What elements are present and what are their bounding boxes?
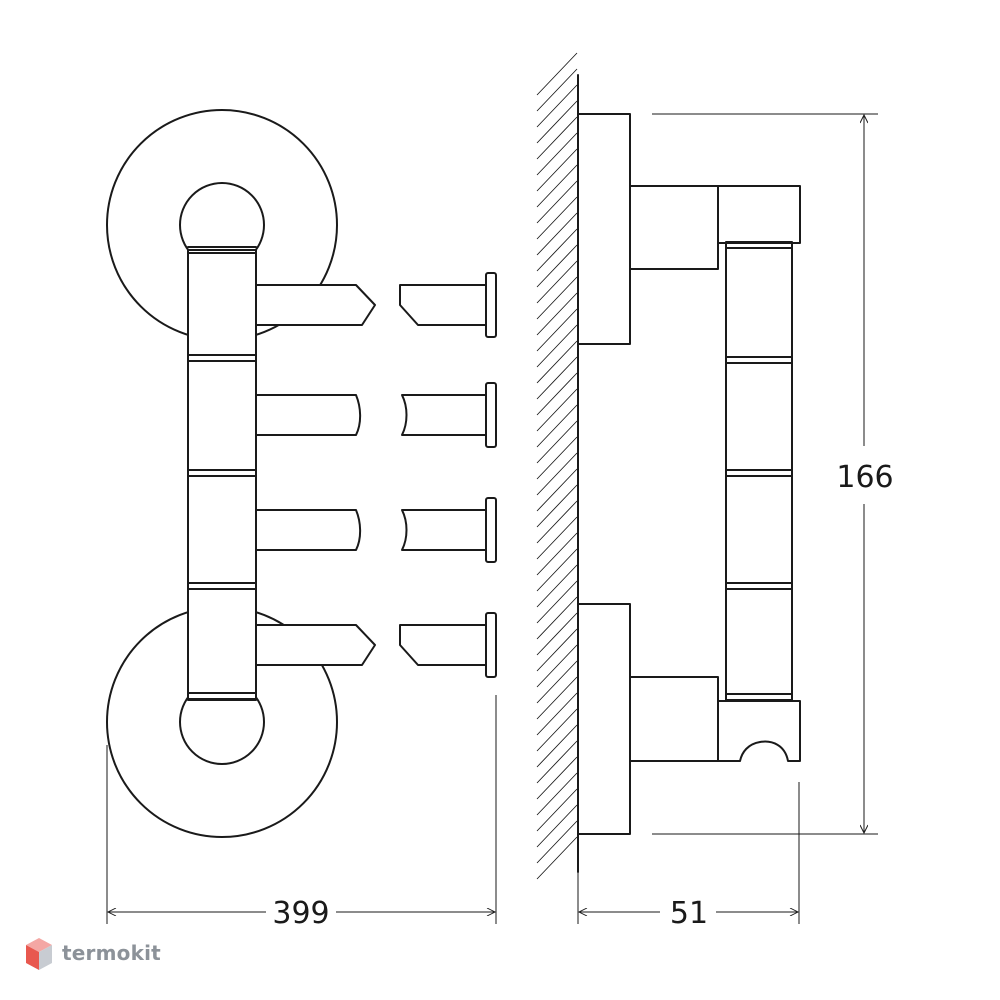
hatch-line [536,404,578,448]
hatch-line [536,484,578,528]
hatch-line [536,388,578,432]
hatch-line [536,612,578,656]
arm-far-section [401,394,487,436]
hatch-line [536,52,578,96]
side-view: 166 51 [535,52,894,931]
hatch-line [536,196,578,240]
hatch-line [536,228,578,272]
hatch-line [536,548,578,592]
hatch-line [536,84,578,128]
hatch-line [536,644,578,688]
arm-end-cap [485,612,497,678]
hatch-line [536,260,578,304]
arm-end-cap [485,382,497,448]
hatch-line [536,356,578,400]
height-dimension-value: 166 [836,460,893,495]
hatch-line [536,436,578,480]
hatch-line [536,532,578,576]
hatch-line [536,116,578,160]
wall-hatch-area [535,75,577,870]
hatch-line [536,500,578,544]
hatch-line [536,324,578,368]
side-collar-group [725,241,793,701]
hatch-line [536,452,578,496]
hatch-line [536,740,578,784]
hatch-line [536,580,578,624]
hatch-line [536,180,578,224]
hatch-line [536,420,578,464]
hatch-line [536,676,578,720]
hatch-line [536,340,578,384]
hatch-line [536,756,578,800]
arm-end-cap [485,272,497,338]
depth-dimension-value: 51 [670,896,708,931]
hatch-line [536,164,578,208]
hatch-line [536,292,578,336]
hatch-line [536,692,578,736]
hatch-line [536,820,578,864]
cube-logo-icon [26,938,52,970]
bottom-flange-side [577,603,631,835]
hatch-line [536,148,578,192]
arm-near-section [237,624,376,666]
swivel-column-side [725,242,793,702]
front-view: 399 [106,109,497,931]
watermark-text: termokit [62,941,161,965]
hatch-line [536,564,578,608]
collar-group [187,246,257,700]
hatch-line [536,68,578,112]
hatch-line [536,372,578,416]
arm-group [237,272,497,678]
hatch-line [536,724,578,768]
hatch-line [536,660,578,704]
top-bracket-side [629,185,719,270]
hatch-line [536,468,578,512]
arm-far-section [399,624,487,666]
bottom-bracket-side [629,676,719,762]
bottom-column-cap-side [717,700,801,762]
top-column-cap-side [717,185,801,244]
hatch-line [536,132,578,176]
hatch-line [536,516,578,560]
hatch-line [536,836,578,880]
hatch-line [536,212,578,256]
hatch-line [536,596,578,640]
hatch-line [536,708,578,752]
hatch-line [536,804,578,848]
arm-far-section [401,509,487,551]
hatch-line [536,276,578,320]
hatch-line [536,628,578,672]
wall-hatching [536,52,578,880]
hatch-line [536,788,578,832]
width-dimension-value: 399 [272,896,329,931]
hatch-line [536,100,578,144]
hatch-line [536,308,578,352]
arm-near-section [237,284,376,326]
top-flange-side [577,113,631,345]
arm-far-section [399,284,487,326]
hatch-line [536,244,578,288]
hatch-line [536,772,578,816]
arm-end-cap [485,497,497,563]
